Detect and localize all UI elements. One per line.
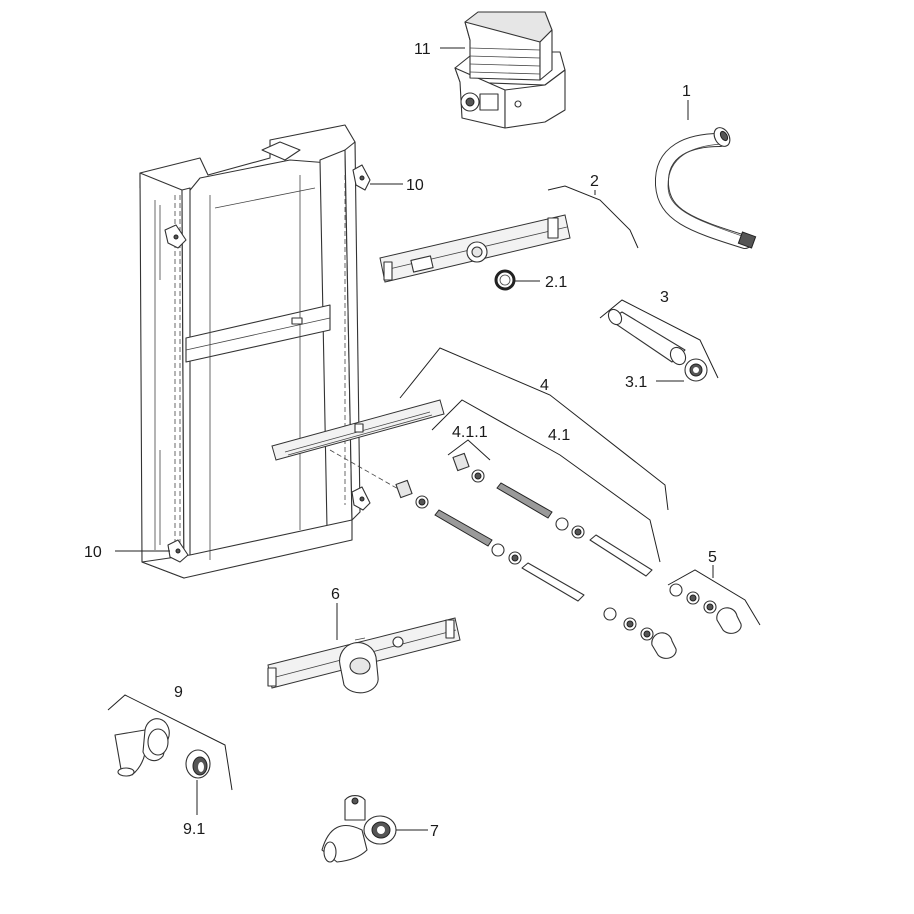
part-7-siphon [321,795,397,863]
label-4-1-1: 4.1.1 [452,424,488,441]
part-4-wall-rail [271,399,445,461]
part-11-cistern-module [454,11,566,129]
part-10-bracket-top-right [352,164,371,191]
label-4-1: 4.1 [548,427,570,444]
bracket-3 [599,299,719,379]
label-2: 2 [590,173,599,190]
label-6: 6 [331,586,340,603]
label-10-top: 10 [406,177,424,194]
mounting-frame [139,124,361,579]
label-9: 9 [174,684,183,701]
part-2-mounting-rail [379,214,571,283]
part-10-bracket-bottom-right [351,486,371,511]
label-1: 1 [682,83,691,100]
bracket-9 [107,694,233,791]
part-10-bracket-bottom-left [167,539,189,563]
part-9-1-adapter [185,749,211,779]
part-9-elbow [114,718,170,777]
part-4-1-threaded-rods [434,482,653,602]
bracket-4-1-1 [447,439,491,461]
bracket-5 [667,569,761,626]
label-3: 3 [660,289,669,306]
bracket-4 [399,347,669,511]
part-4-1-1-anchor [395,452,485,509]
label-5: 5 [708,549,717,566]
label-7: 7 [430,823,439,840]
part-6-support-rail [267,617,461,694]
label-4: 4 [540,377,549,394]
part-4-1-nuts-caps [603,607,677,659]
assembly-line [329,449,401,491]
part-1-flush-bend [654,127,757,249]
part-5-cover-caps [669,583,742,634]
bracket-4-1 [431,399,661,563]
label-3-1: 3.1 [625,374,647,391]
label-11: 11 [414,41,431,58]
label-10-bottom: 10 [84,544,102,561]
label-9-1: 9.1 [183,821,205,838]
bracket-2 [547,185,639,249]
part-3-connector-pipe [607,308,687,366]
part-2-1-seal-ring [494,269,516,291]
part-10-bracket-top-left [164,224,187,249]
part-3-1-adapter [684,358,708,382]
label-2-1: 2.1 [545,274,567,291]
